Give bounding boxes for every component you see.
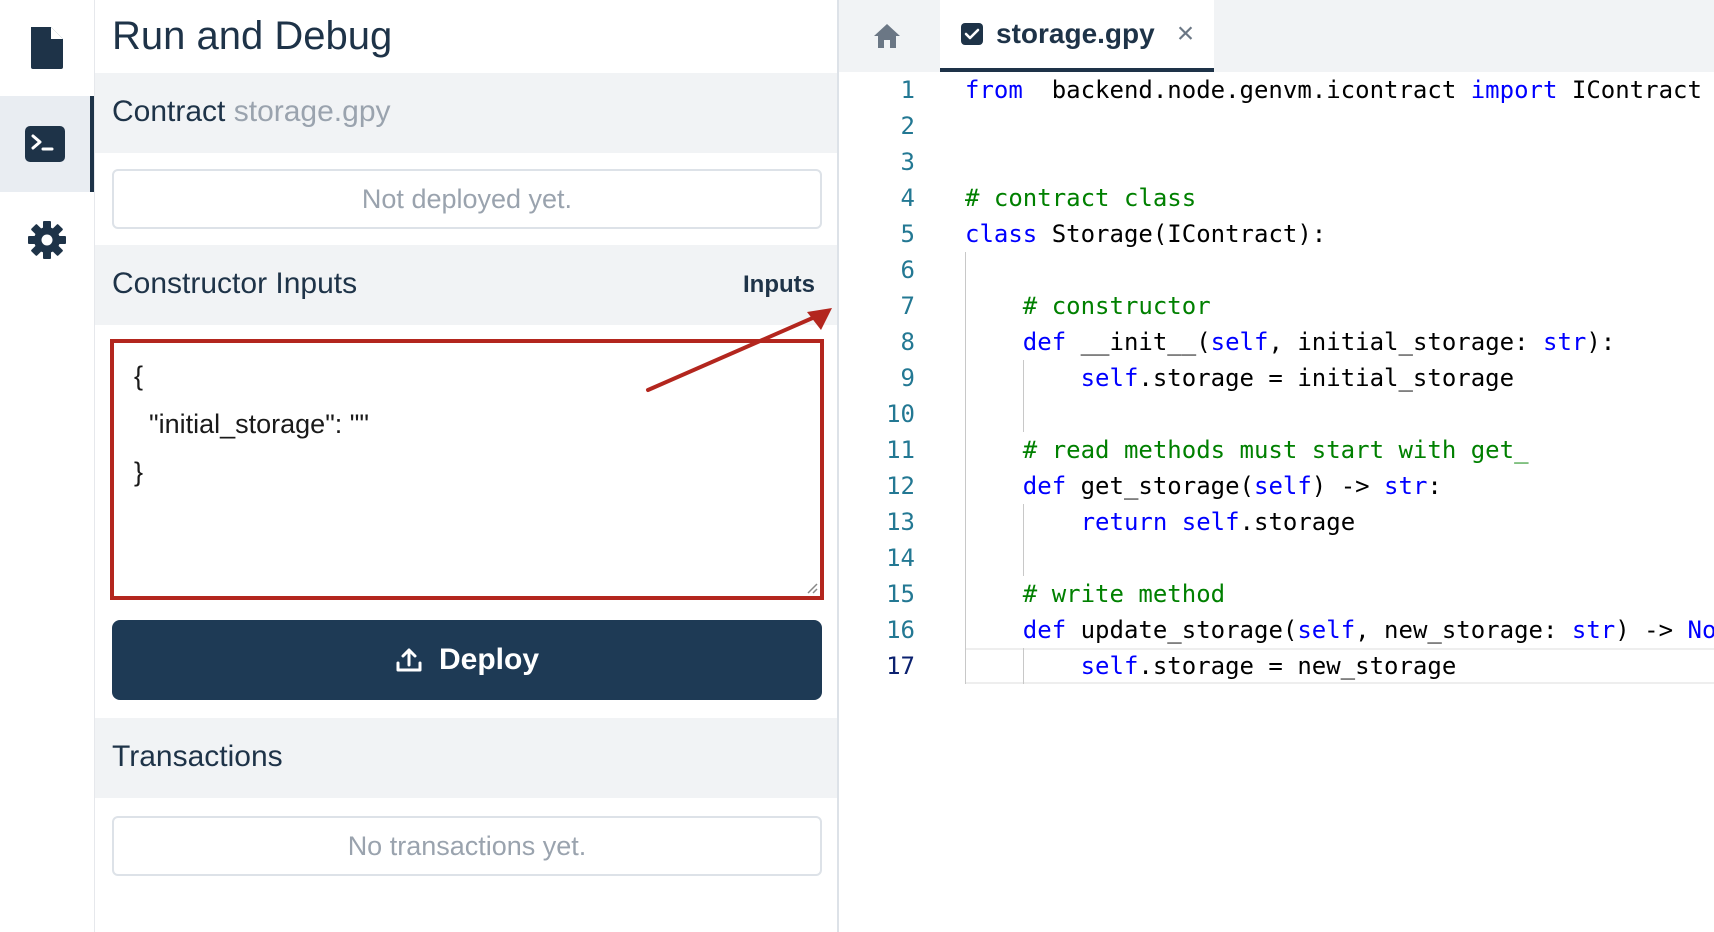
code-text: # read methods must start with get_ (1022, 436, 1529, 464)
code-text: def __init__(self, initial_storage: str)… (1022, 328, 1616, 356)
constructor-section-header: Constructor Inputs Inputs (95, 245, 837, 325)
line-number: 13 (886, 508, 915, 536)
code-text: from backend.node.genvm.icontract import… (965, 76, 1702, 104)
contract-label: Contract (112, 95, 226, 128)
code-line: 4 # contract class (839, 180, 1714, 216)
constructor-json-input[interactable]: { "initial_storage": "" } (110, 339, 824, 600)
home-tab[interactable] (839, 0, 935, 72)
transactions-label: Transactions (112, 740, 283, 773)
code-editor: storage.gpy × 1 from backend.node.genvm.i… (839, 0, 1714, 932)
indent-guide (1023, 360, 1024, 432)
upload-icon (396, 648, 422, 672)
indent-guide (965, 252, 966, 684)
deploy-button[interactable]: Deploy (112, 620, 822, 700)
home-icon (874, 24, 900, 48)
inputs-mode-button[interactable]: Inputs (743, 271, 815, 298)
line-number: 8 (900, 328, 915, 356)
contract-section-header: Contract storage.gpy (95, 73, 837, 153)
line-number: 11 (886, 436, 915, 464)
gear-icon (28, 221, 66, 259)
code-line: 8 def __init__(self, initial_storage: st… (839, 324, 1714, 360)
code-text: self.storage = new_storage (1080, 652, 1457, 680)
json-line: "initial_storage": "" (134, 409, 369, 439)
line-number: 4 (900, 184, 915, 212)
code-text: def update_storage(self, new_storage: st… (1022, 616, 1714, 644)
code-line: 3 (839, 144, 1714, 180)
line-number: 7 (900, 292, 915, 320)
line-number: 12 (886, 472, 915, 500)
activity-settings[interactable] (0, 192, 94, 288)
line-number: 5 (900, 220, 915, 248)
code-text: # constructor (1022, 292, 1211, 320)
code-line: 6 (839, 252, 1714, 288)
code-line: 7 # constructor (839, 288, 1714, 324)
line-number: 3 (900, 148, 915, 176)
deploy-status-box: Not deployed yet. (112, 169, 822, 229)
code-line: 1 from backend.node.genvm.icontract impor… (839, 72, 1714, 108)
indent-guide (1023, 504, 1024, 576)
transactions-section-header: Transactions (95, 718, 837, 798)
code-line: 5 class Storage(IContract): (839, 216, 1714, 252)
activity-run-debug[interactable] (0, 96, 94, 192)
contract-file-name: storage.gpy (233, 95, 391, 128)
close-icon[interactable]: × (1176, 17, 1195, 50)
json-line: { (134, 361, 144, 391)
activity-bar (0, 0, 95, 932)
line-number: 1 (900, 76, 915, 104)
code-line: 11 # read methods must start with get_ (839, 432, 1714, 468)
line-number: 6 (900, 256, 915, 284)
constructor-inputs-label: Constructor Inputs (112, 267, 358, 300)
panel-title: Run and Debug (112, 14, 393, 58)
line-number: 14 (886, 544, 915, 572)
check-square-icon (961, 23, 983, 45)
code-text: return self.storage (1080, 508, 1356, 536)
line-number: 16 (886, 616, 915, 644)
code-text: # contract class (965, 184, 1197, 212)
tab-storage-gpy[interactable]: storage.gpy × (940, 0, 1214, 72)
tab-label: storage.gpy (996, 18, 1155, 49)
code-line: 15 # write method (839, 576, 1714, 612)
deploy-label: Deploy (438, 643, 540, 676)
line-number: 9 (900, 364, 915, 392)
activity-files[interactable] (0, 0, 94, 96)
line-number: 17 (886, 652, 915, 680)
code-line: 2 (839, 108, 1714, 144)
code-text: # write method (1022, 580, 1226, 608)
json-line: } (134, 457, 144, 487)
code-line: 17 self.storage = new_storage (839, 648, 1714, 684)
editor-tab-bar: storage.gpy × (839, 0, 1714, 72)
resize-handle-icon[interactable] (804, 580, 818, 594)
code-line: 10 (839, 396, 1714, 432)
line-number: 2 (900, 112, 915, 140)
code-text: self.storage = initial_storage (1080, 364, 1515, 392)
terminal-icon (25, 126, 65, 162)
code-line: 9 self.storage = initial_storage (839, 360, 1714, 396)
indent-guide (1023, 648, 1024, 684)
code-line: 16 def update_storage(self, new_storage:… (839, 612, 1714, 648)
line-number: 15 (886, 580, 915, 608)
code-line: 13 return self.storage (839, 504, 1714, 540)
code-area[interactable]: 1 from backend.node.genvm.icontract impor… (839, 72, 1714, 932)
code-text: class Storage(IContract): (965, 220, 1327, 248)
run-debug-panel: Run and Debug Contract storage.gpy Not d… (95, 0, 839, 932)
transactions-empty-box: No transactions yet. (112, 816, 822, 876)
code-line: 14 (839, 540, 1714, 576)
current-line-highlight (965, 648, 1714, 684)
code-text: def get_storage(self) -> str: (1022, 472, 1442, 500)
file-icon (31, 27, 63, 69)
code-line: 12 def get_storage(self) -> str: (839, 468, 1714, 504)
line-number: 10 (886, 400, 915, 428)
